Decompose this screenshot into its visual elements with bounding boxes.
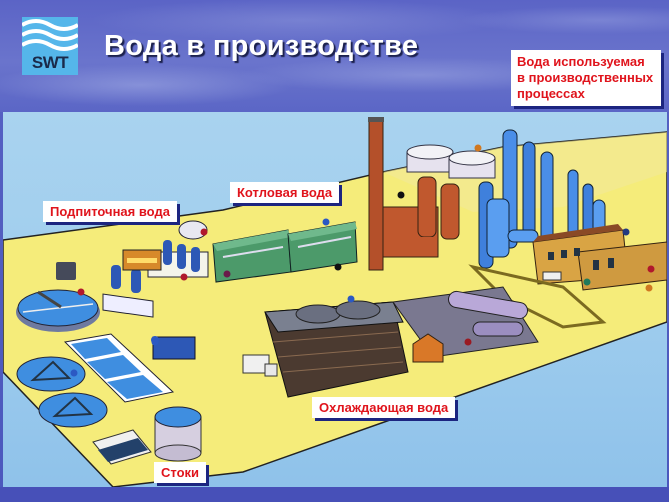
label-process-water: Вода используемая в производственных про…: [511, 50, 661, 106]
chimney-icon: [368, 119, 384, 271]
storage-tanks-icon: [406, 144, 496, 179]
label-wastewater: Стоки: [154, 462, 207, 483]
filter-basins-icon: [63, 333, 175, 403]
logo-text: SWT: [31, 53, 69, 72]
page-title: Вода в производстве: [104, 30, 419, 62]
waves-icon: [22, 19, 78, 51]
swt-logo: SWT: [22, 17, 78, 75]
boiler-house-icon: [212, 221, 358, 283]
process-columns-icon: [478, 129, 606, 269]
label-boiler-water: Котловая вода: [230, 182, 340, 203]
label-makeup-water: Подпиточная вода: [43, 201, 177, 222]
label-cooling-water: Охлаждающая вода: [312, 397, 456, 418]
plant-illustration: [3, 112, 667, 487]
clarifier-icon: [16, 289, 100, 332]
factory-buildings-icon: [532, 224, 667, 291]
cooling-tower-icon: [264, 300, 409, 398]
wastewater-tank-icon: [154, 406, 202, 462]
footer-band: [0, 487, 669, 502]
